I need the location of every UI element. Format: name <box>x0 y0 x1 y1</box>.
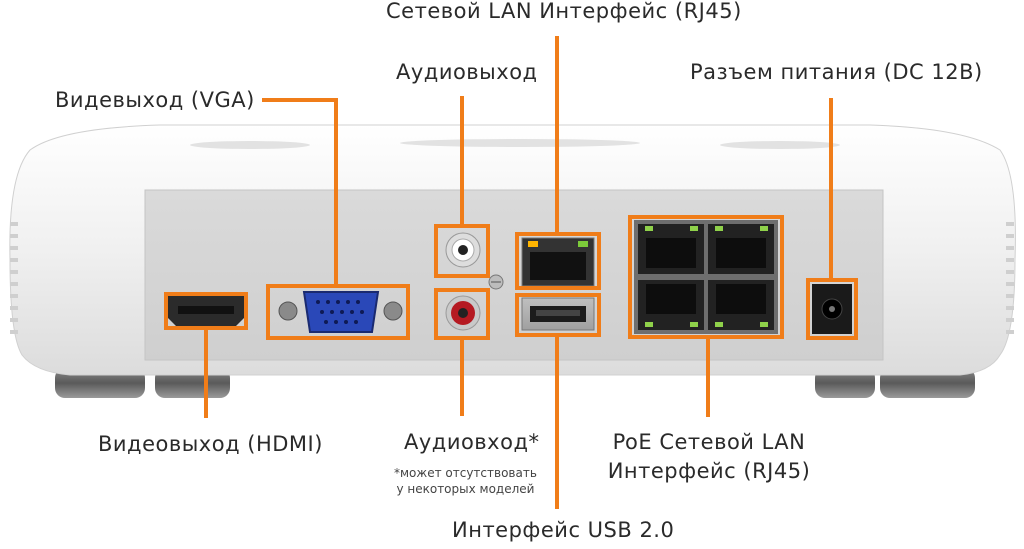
audio-in-note: *может отсутствовать у некоторых моделей <box>394 466 537 497</box>
lan-label: Сетевой LAN Интерфейс (RJ45) <box>386 0 742 23</box>
power-callout-line <box>829 98 833 280</box>
hdmi-callout-line <box>204 328 208 418</box>
hdmi-port <box>168 296 244 326</box>
audio-in-highlight <box>434 288 490 340</box>
power-port <box>812 284 852 334</box>
side-vents <box>10 222 1014 334</box>
audio-in-port <box>445 295 481 331</box>
audio-out-port <box>445 232 481 268</box>
poe-highlight <box>628 215 784 339</box>
poe-label-line-2: Интерфейс (RJ45) <box>607 459 811 484</box>
power-label: Разъем питания (DC 12В) <box>690 60 983 84</box>
lan-callout-line <box>555 36 559 234</box>
usb-highlight <box>515 293 601 337</box>
usb-port <box>521 297 595 331</box>
top-vents <box>190 139 840 149</box>
vga-callout-line-h <box>262 98 338 102</box>
lan-highlight <box>515 232 601 290</box>
poe-label: PoE Сетевой LAN Интерфейс (RJ45) <box>598 430 820 484</box>
lan-port <box>521 237 595 287</box>
power-highlight <box>806 278 858 340</box>
audio-in-note-line-1: *может отсутствовать <box>394 466 537 480</box>
hdmi-label: Видеовыход (HDMI) <box>98 432 323 456</box>
poe-callout-line <box>706 337 710 417</box>
vga-label: Видевыход (VGA) <box>55 88 255 112</box>
audio-in-callout-line <box>460 338 464 416</box>
audio-in-label: Аудиовход* <box>404 430 540 454</box>
audio-out-label: Аудиовыход <box>396 60 538 84</box>
hdmi-highlight <box>164 292 248 330</box>
poe-label-line-1: PoE Сетевой LAN <box>612 430 806 454</box>
poe-ports <box>634 220 778 334</box>
audio-out-highlight <box>434 224 490 278</box>
vga-callout-line-v <box>334 98 338 286</box>
usb-callout-line <box>555 335 559 509</box>
ground-screw <box>488 274 504 290</box>
vga-highlight <box>266 284 410 340</box>
audio-in-note-line-2: у некоторых моделей <box>396 481 535 496</box>
audio-out-callout-line <box>460 96 464 226</box>
usb-label: Интерфейс USB 2.0 <box>452 518 675 542</box>
vga-port <box>278 291 403 333</box>
